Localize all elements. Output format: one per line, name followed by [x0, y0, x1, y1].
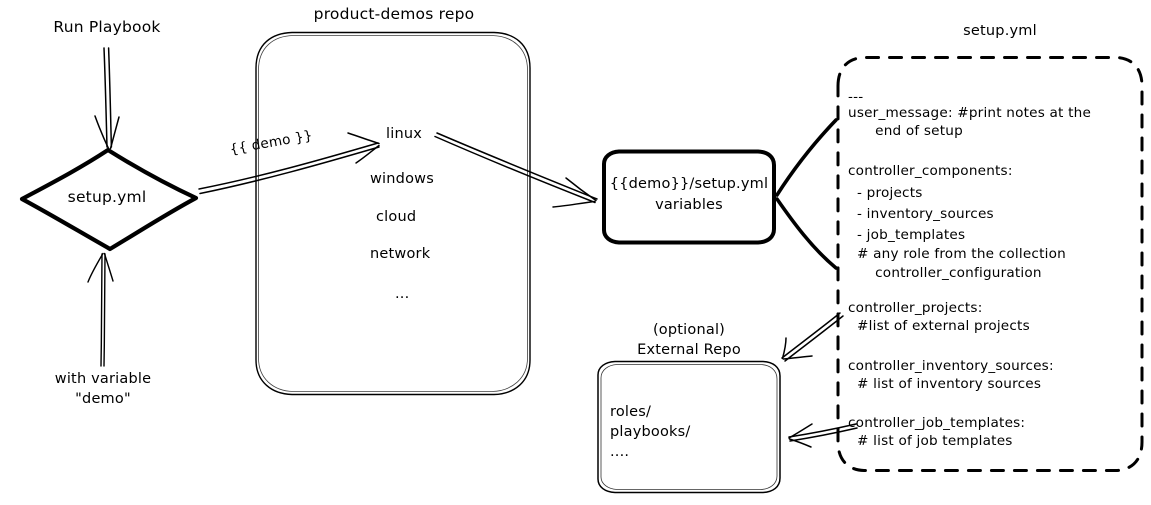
external-repo-item-roles: roles/ — [610, 404, 652, 420]
repo-item-network: network — [370, 246, 431, 262]
setup-panel-line-6: - inventory_sources — [848, 206, 994, 222]
controller-projects-to-repo-arrow — [781, 312, 844, 362]
setup-panel-line-9: controller_configuration — [848, 265, 1042, 281]
setup-yml-diamond — [19, 147, 199, 252]
with-variable-label-line2: "demo" — [75, 391, 131, 407]
setup-panel-line-7: - job_templates — [848, 227, 966, 243]
setup-panel-line-15: # list of inventory sources — [848, 376, 1042, 392]
setup-panel-line-5: - projects — [848, 185, 923, 201]
linux-to-variables-arrow — [434, 132, 598, 208]
external-repo-box — [597, 360, 781, 494]
external-repo-item-playbooks: playbooks/ — [610, 424, 691, 440]
repo-item-cloud: cloud — [376, 209, 417, 225]
external-repo-title-line1: (optional) — [652, 322, 726, 338]
setup-panel-line-14: controller_inventory_sources: — [848, 358, 1054, 374]
repo-item-ellipsis: ... — [395, 286, 410, 302]
setup-panel-line-0: --- — [848, 89, 864, 105]
setup-yml-diamond-label: setup.yml — [67, 188, 147, 206]
demo-variable-arrow — [198, 132, 380, 195]
variables-box-line2: variables — [655, 197, 723, 213]
demo-setup-variables-box — [602, 149, 776, 245]
controller-job-templates-to-repo-arrow — [788, 423, 858, 448]
setup-panel-line-12: #list of external projects — [848, 318, 1030, 334]
run-playbook-arrow — [94, 47, 120, 150]
setup-panel-line-17: controller_job_templates: — [848, 415, 1026, 431]
external-repo-title-line2: External Repo — [637, 342, 741, 358]
setup-panel-line-2: end of setup — [848, 123, 963, 139]
repo-item-windows: windows — [370, 171, 434, 187]
setup-panel-title: setup.yml — [963, 23, 1037, 39]
setup-panel-to-variables-lines — [775, 118, 838, 270]
variables-box-line1: {{demo}}/setup.yml — [609, 176, 769, 192]
setup-yml-dashed-panel — [836, 56, 1144, 472]
with-variable-arrow — [87, 252, 114, 367]
setup-panel-line-8: # any role from the collection — [848, 246, 1066, 262]
run-playbook-label: Run Playbook — [53, 18, 161, 36]
external-repo-item-ellipsis: .... — [610, 444, 630, 460]
setup-panel-line-1: user_message: #print notes at the — [848, 105, 1092, 121]
setup-panel-line-11: controller_projects: — [848, 300, 983, 316]
product-demos-repo-box — [255, 31, 531, 396]
setup-panel-line-18: # list of job templates — [848, 433, 1013, 449]
repo-item-linux: linux — [386, 126, 423, 142]
product-demos-repo-title: product-demos repo — [313, 5, 475, 23]
setup-panel-line-4: controller_components: — [848, 163, 1013, 179]
with-variable-label-line1: with variable — [54, 371, 152, 387]
